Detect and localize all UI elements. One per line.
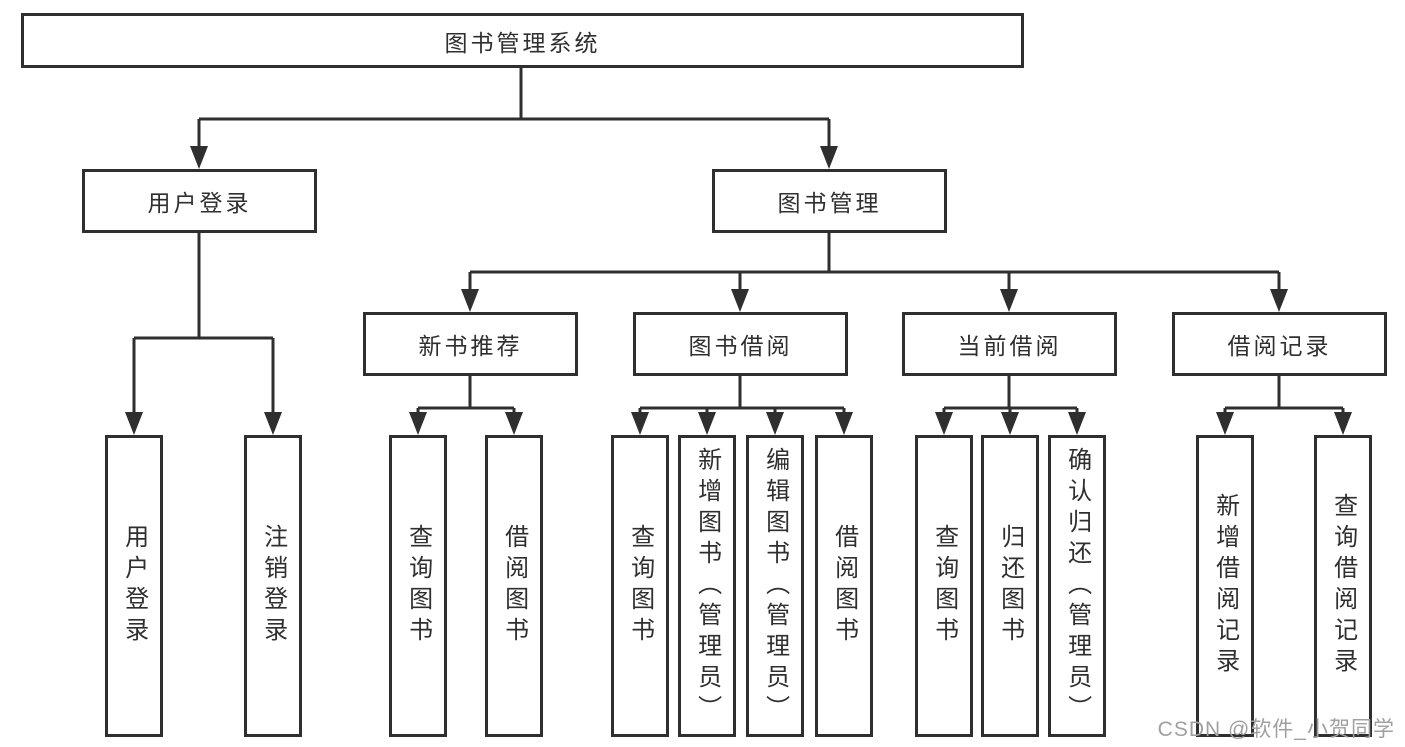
leaf-borrow-borrow-book: 借阅图书 bbox=[815, 435, 873, 737]
node-user-login-label: 用户登录 bbox=[147, 190, 252, 216]
node-library-system: 图书管理系统 bbox=[21, 13, 1024, 68]
leaf-borrow-edit-book-admin: 编辑图书（管理员） bbox=[746, 435, 804, 737]
node-book-management-label: 图书管理 bbox=[777, 190, 882, 216]
leaf-records-query-record: 查询借阅记录 bbox=[1314, 435, 1372, 737]
leaf-login-logout: 注销登录 bbox=[244, 435, 302, 737]
node-library-system-label: 图书管理系统 bbox=[444, 29, 601, 56]
node-borrow-records: 借阅记录 bbox=[1172, 312, 1387, 376]
leaf-recommend-query-book-label: 查询图书 bbox=[404, 524, 432, 648]
node-borrow-records-label: 借阅记录 bbox=[1227, 333, 1332, 359]
leaf-current-query-book: 查询图书 bbox=[915, 435, 973, 737]
leaf-borrow-borrow-book-label: 借阅图书 bbox=[830, 524, 858, 648]
leaf-current-return-book-label: 归还图书 bbox=[996, 524, 1024, 648]
node-book-borrow: 图书借阅 bbox=[633, 312, 848, 376]
connector-arrowheads bbox=[125, 146, 1352, 435]
leaf-borrow-edit-book-admin-label: 编辑图书（管理员） bbox=[761, 446, 789, 726]
leaf-recommend-borrow-book-label: 借阅图书 bbox=[500, 524, 528, 648]
leaf-recommend-borrow-book: 借阅图书 bbox=[485, 435, 543, 737]
leaf-login-user-login-label: 用户登录 bbox=[120, 524, 148, 648]
leaf-current-confirm-return-admin-label: 确认归还（管理员） bbox=[1063, 446, 1091, 726]
leaf-borrow-add-book-admin-label: 新增图书（管理员） bbox=[693, 446, 721, 726]
leaf-recommend-query-book: 查询图书 bbox=[389, 435, 447, 737]
node-user-login: 用户登录 bbox=[82, 169, 317, 233]
node-book-management: 图书管理 bbox=[712, 169, 947, 233]
leaf-current-confirm-return-admin: 确认归还（管理员） bbox=[1048, 435, 1106, 737]
leaf-records-add-record-label: 新增借阅记录 bbox=[1211, 493, 1239, 679]
csdn-watermark: CSDN @软件_小贺同学 bbox=[1157, 718, 1395, 741]
node-book-borrow-label: 图书借阅 bbox=[688, 333, 793, 359]
leaf-borrow-add-book-admin: 新增图书（管理员） bbox=[678, 435, 736, 737]
leaf-login-user-login: 用户登录 bbox=[105, 435, 163, 737]
node-new-book-recommend-label: 新书推荐 bbox=[418, 333, 523, 359]
node-current-borrow-label: 当前借阅 bbox=[957, 333, 1062, 359]
leaf-current-return-book: 归还图书 bbox=[981, 435, 1039, 737]
leaf-records-add-record: 新增借阅记录 bbox=[1196, 435, 1254, 737]
leaf-current-query-book-label: 查询图书 bbox=[930, 524, 958, 648]
leaf-login-logout-label: 注销登录 bbox=[259, 524, 287, 648]
leaf-borrow-query-book: 查询图书 bbox=[611, 435, 669, 737]
leaf-records-query-record-label: 查询借阅记录 bbox=[1329, 493, 1357, 679]
node-new-book-recommend: 新书推荐 bbox=[363, 312, 578, 376]
leaf-borrow-query-book-label: 查询图书 bbox=[626, 524, 654, 648]
node-current-borrow: 当前借阅 bbox=[902, 312, 1117, 376]
